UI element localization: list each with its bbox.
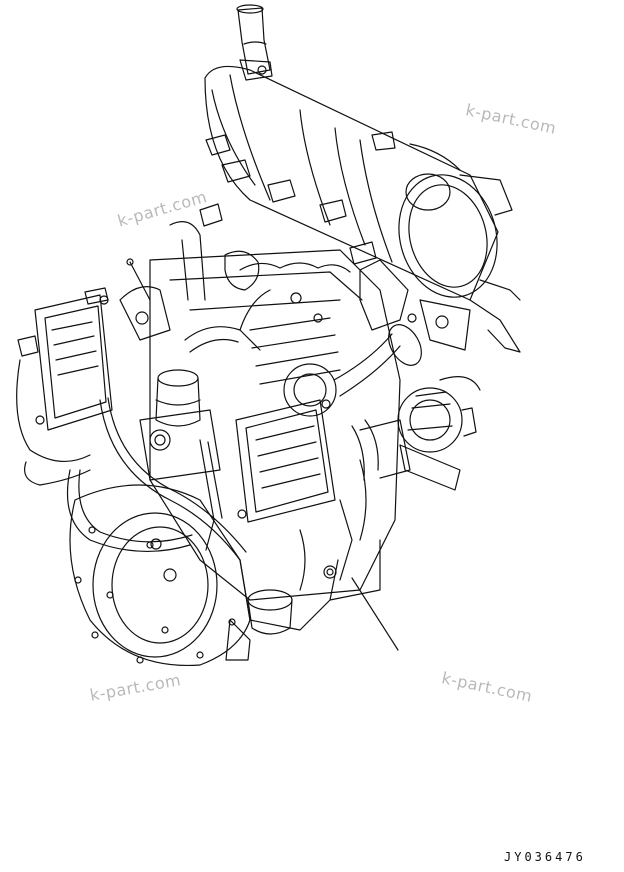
coolant-pipes [169, 203, 271, 353]
drawing-code: JY036476 [504, 850, 586, 864]
engine-controller-center [235, 399, 336, 523]
engine-controller-left [16, 287, 113, 486]
wiring-harness [99, 397, 367, 591]
leader-line [351, 577, 399, 651]
turbocharger [283, 324, 422, 481]
flywheel-housing [67, 469, 251, 667]
alternator [397, 376, 481, 491]
air-cleaner-assembly [204, 4, 521, 353]
fuel-filter [119, 258, 221, 481]
